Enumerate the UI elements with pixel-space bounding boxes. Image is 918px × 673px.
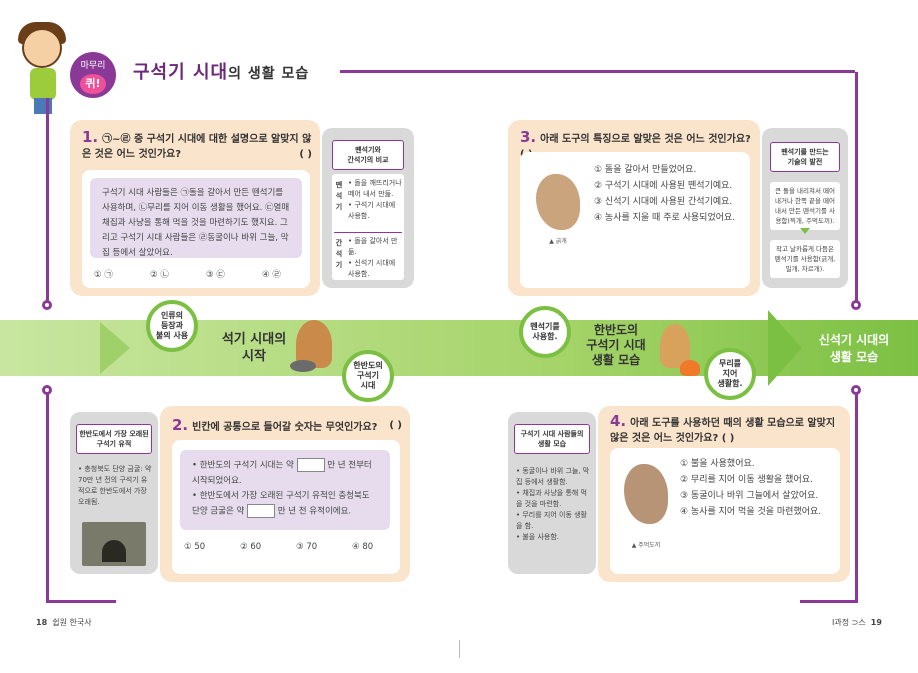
side-note-3-step2: 작고 날카롭게 다듬은 뗀석기를 사용함(긁개, 밀개, 자르개). — [770, 240, 840, 278]
side-note-4-title: 구석기 시대 사람들의 생활 모습 — [514, 424, 590, 454]
connector-dot — [42, 300, 52, 310]
side-note-2-title: 한반도에서 가장 오래된 구석기 유적 — [76, 424, 152, 454]
side-note-1: 뗀석기와 간석기의 비교 뗀석기 • 돌을 깨뜨리거나 떼어 내서 만듦. • … — [322, 128, 414, 288]
choice-1[interactable]: ① 돌을 갈아서 만들었어요. — [594, 165, 697, 175]
question-4-text: 4.아래 도구를 사용하던 때의 생활 모습으로 알맞지 않은 것은 어느 것인… — [610, 412, 836, 445]
question-2-passage: • 한반도의 구석기 시대는 약 만 년 전부터 시작되었어요. • 한반도에서… — [180, 450, 390, 530]
question-4-inner: ▲ 주먹도끼 ① 불을 사용했어요. ② 무리를 지어 이동 생활을 했어요. … — [610, 448, 840, 574]
side-note-3-step1: 큰 돌을 내리쳐서 떼어 내거나 한쪽 끝을 떼어 내서 만든 뗀석기를 사용함… — [770, 182, 840, 230]
side-note-3-title: 뗀석기를 만드는 기술의 발전 — [770, 142, 840, 172]
hand-axe-image — [624, 464, 668, 524]
cave-photo — [82, 522, 146, 566]
row-divider — [334, 232, 402, 233]
choice-2[interactable]: ② 무리를 지어 이동 생활을 했어요. — [680, 475, 813, 485]
question-2-panel: 2.빈칸에 공통으로 들어갈 숫자는 무엇인가요? ( ) • 한반도의 구석기… — [160, 406, 410, 582]
tag-humans-fire: 인류의 등장과 불의 사용 — [146, 300, 198, 352]
question-2-choices: ① 50 ② 60 ③ 70 ④ 80 — [184, 542, 408, 552]
right-top-line — [855, 72, 858, 304]
row1-label: 뗀석기 — [335, 181, 343, 211]
question-2-inner: • 한반도의 구석기 시대는 약 만 년 전부터 시작되었어요. • 한반도에서… — [172, 440, 400, 574]
side-note-4: 구석기 시대 사람들의 생활 모습 • 동굴이나 바위 그늘, 막집 등에서 생… — [508, 412, 596, 574]
choice-2[interactable]: ② 60 — [240, 542, 262, 552]
question-1-text: 1.㉠~㉣ 중 구석기 시대에 대한 설명으로 알맞지 않은 것은 어느 것인가… — [82, 128, 312, 161]
side-note-2-text: • 충청북도 단양 금굴: 약 70만 년 전의 구석기 유적으로 한반도에서 … — [78, 465, 152, 506]
side-note-3: 뗀석기를 만드는 기술의 발전 큰 돌을 내리쳐서 떼어 내거나 한쪽 끝을 떼… — [762, 128, 848, 288]
side-note-4-item: • 무리를 지어 이동 생활을 함. — [516, 511, 587, 530]
band-arrow-left — [100, 322, 130, 374]
side-note-4-item: • 동굴이나 바위 그늘, 막집 등에서 생활함. — [516, 467, 590, 486]
right-bottom-hline — [800, 600, 858, 603]
choice-2[interactable]: ② 구석기 시대에 사용된 뗀석기예요. — [594, 181, 733, 191]
side-note-4-items: • 동굴이나 바위 그늘, 막집 등에서 생활함. • 채집과 사냥을 통해 먹… — [516, 466, 592, 543]
left-page-footer: 18 쉽원 한국사 — [36, 618, 92, 627]
cave-entrance-icon — [102, 540, 126, 562]
answer-blank[interactable]: ( ) — [389, 420, 402, 431]
tag-group-living: 무리를 지어 생활함. — [704, 348, 756, 400]
side-note-4-item: • 채집과 사냥을 통해 먹을 것을 마련함. — [516, 489, 587, 508]
stone-icon — [290, 360, 316, 372]
badge-top-label: 마무리 — [80, 61, 106, 71]
connector-dot — [851, 300, 861, 310]
scraper-tool-image — [536, 174, 580, 230]
connector-dot — [851, 385, 861, 395]
blank-box[interactable] — [296, 458, 325, 472]
choice-4[interactable]: ④ ㉣ — [262, 270, 281, 280]
answer-blank[interactable]: ( ) — [299, 149, 312, 160]
side-note-2: 한반도에서 가장 오래된 구석기 유적 • 충청북도 단양 금굴: 약 70만 … — [70, 412, 158, 574]
choice-4[interactable]: ④ 80 — [352, 542, 374, 552]
fire-icon — [680, 360, 700, 376]
question-1-passage: 구석기 시대 사람들은 ㉠돌을 갈아서 만든 뗀석기를 사용하며, ㉡무리를 지… — [90, 178, 302, 258]
answer-blank[interactable]: ( ) — [721, 433, 735, 444]
choice-1[interactable]: ① 불을 사용했어요. — [680, 459, 755, 469]
page-fold-line — [459, 640, 460, 658]
band-arrow-right — [768, 310, 802, 386]
right-page-footer: Ⅰ과정 ⊃스 19 — [832, 618, 882, 627]
badge-bottom-label: 퀴! — [80, 74, 106, 94]
band-stone-age-start: 석기 시대의 시작 — [221, 332, 287, 364]
right-bottom-line — [855, 392, 858, 602]
side-note-1-table: 뗀석기 • 돌을 깨뜨리거나 떼어 내서 만듦. • 구석기 시대에 사용함. … — [332, 174, 404, 280]
choice-1[interactable]: ① 50 — [184, 542, 206, 552]
blank-box[interactable] — [247, 503, 276, 518]
row1-text: • 돌을 깨뜨리거나 떼어 내서 만듦. • 구석기 시대에 사용함. — [348, 179, 402, 220]
left-top-line — [46, 98, 49, 304]
question-3-panel: 3.아래 도구의 특징으로 알맞은 것은 어느 것인가요? ( ) ▲ 긁개 ①… — [508, 120, 760, 296]
connector-dot — [42, 385, 52, 395]
mascot-body — [30, 68, 56, 100]
choice-4[interactable]: ④ 농사를 지어 먹을 것을 마련했어요. — [680, 507, 822, 517]
choice-3[interactable]: ③ 신석기 시대에 사용된 간석기예요. — [594, 197, 733, 207]
choice-3[interactable]: ③ 70 — [296, 542, 318, 552]
choice-3[interactable]: ③ ㉢ — [206, 270, 225, 280]
side-note-4-item: • 불을 사용함. — [516, 533, 560, 541]
choice-3[interactable]: ③ 동굴이나 바위 그늘에서 살았어요. — [680, 491, 819, 501]
question-3-inner: ▲ 긁개 ① 돌을 갈아서 만들었어요. ② 구석기 시대에 사용된 뗀석기예요… — [520, 152, 750, 288]
side-note-1-title: 뗀석기와 간석기의 비교 — [332, 140, 404, 170]
tag-korean-paleolithic: 한반도의 구석기 시대 — [342, 350, 394, 402]
choice-2[interactable]: ② ㉡ — [150, 270, 169, 280]
choice-4[interactable]: ④ 농사를 지을 때 주로 사용되었어요. — [594, 213, 736, 223]
question-3-choices: ① 돌을 갈아서 만들었어요. ② 구석기 시대에 사용된 뗀석기예요. ③ 신… — [594, 162, 748, 226]
tag-chipped-stone: 뗀석기를 사용함. — [519, 306, 571, 358]
left-bottom-line — [46, 392, 49, 602]
row2-text: • 돌을 갈아서 만듦. • 신석기 시대에 사용함. — [348, 237, 398, 278]
question-2-text: 2.빈칸에 공통으로 들어갈 숫자는 무엇인가요? ( ) — [172, 416, 402, 434]
down-arrow-icon — [800, 228, 810, 234]
row2-label: 간석기 — [335, 239, 343, 269]
page-title: 구석기 시대의 생활 모습 — [133, 62, 310, 83]
band-neolithic-life: 신석기 시대의 생활 모습 — [818, 333, 890, 364]
choice-1[interactable]: ① ㉠ — [94, 270, 113, 280]
mascot-legs — [34, 98, 52, 114]
header-line — [340, 70, 855, 73]
review-quiz-badge: 마무리 퀴! — [70, 52, 116, 98]
left-bottom-hline — [46, 600, 116, 603]
tool-caption: ▲ 긁개 — [549, 238, 567, 245]
question-4-choices: ① 불을 사용했어요. ② 무리를 지어 이동 생활을 했어요. ③ 동굴이나 … — [680, 456, 838, 520]
question-1-inner: 구석기 시대 사람들은 ㉠돌을 갈아서 만든 뗀석기를 사용하며, ㉡무리를 지… — [82, 170, 310, 288]
mascot-character-icon — [22, 28, 62, 68]
tool-caption: ▲ 주먹도끼 — [631, 542, 661, 549]
question-1-panel: 1.㉠~㉣ 중 구석기 시대에 대한 설명으로 알맞지 않은 것은 어느 것인가… — [70, 120, 320, 296]
question-4-panel: 4.아래 도구를 사용하던 때의 생활 모습으로 알맞지 않은 것은 어느 것인… — [598, 406, 850, 582]
question-1-choices: ① ㉠ ② ㉡ ③ ㉢ ④ ㉣ — [94, 268, 318, 280]
band-paleolithic-life: 한반도의 구석기 시대 생활 모습 — [586, 323, 646, 367]
